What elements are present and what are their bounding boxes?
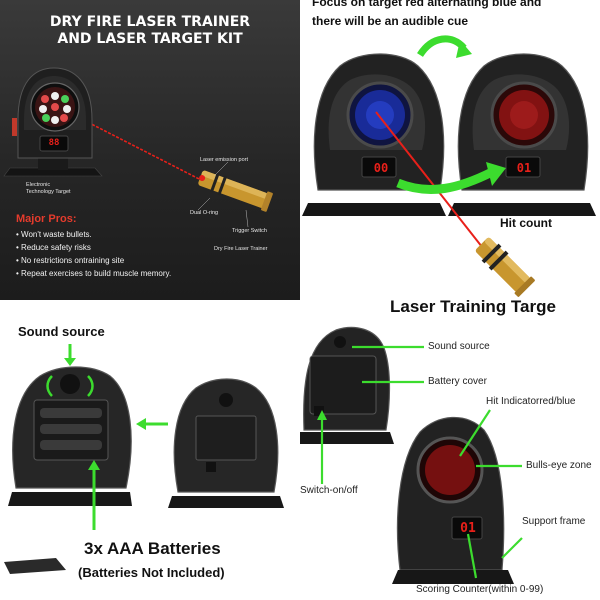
pros-item: Repeat exercises to build muscle memory. [16, 267, 171, 280]
title-line-2: AND LASER TARGET KIT [57, 31, 243, 47]
pros-list: Won't waste bullets. Reduce safety risks… [16, 228, 171, 280]
pros-item: Reduce safety risks [16, 241, 171, 254]
open-target-back-shape [8, 366, 132, 506]
led-array-shape [35, 87, 75, 127]
label-trigger-switch: Trigger Switch [232, 228, 267, 234]
label-battery-cover: Battery cover [428, 376, 487, 387]
label-scoring-counter: Scoring Counter(within 0-99) [416, 584, 544, 595]
targets-illustration [302, 35, 596, 297]
label-laser-trainer: Dry Fire Laser Trainer [214, 246, 268, 252]
label-switch: Switch-on/off [300, 485, 358, 496]
hit-count-label: Hit count [500, 216, 552, 230]
label-emission-port: Laser emission port [200, 157, 248, 163]
right-display: 01 [516, 161, 532, 175]
label-sound-source: Sound source [428, 341, 490, 352]
caption-line-2: there will be an audible cue [312, 14, 469, 28]
batteries-label: 3x AAA Batteries [84, 539, 221, 558]
left-target-shape [302, 53, 446, 216]
laser-cartridge-shape [475, 237, 535, 297]
product-overview-panel: DRY FIRE LASER TRAINER AND LASER TARGET … [0, 0, 300, 300]
pros-title: Major Pros: [16, 213, 77, 225]
target-hit-panel: Focus on target red alternating blue and… [300, 0, 600, 320]
target-front-view-shape [392, 416, 514, 584]
target-back-view-shape [300, 326, 394, 444]
parts-diagram-panel: 01 Sound source Battery cover Switch-on/… [300, 320, 600, 600]
closed-target-back-shape [168, 378, 284, 508]
sound-source-title: Sound source [18, 324, 105, 339]
overview-illustration [3, 67, 273, 228]
batteries-not-included: (Batteries Not Included) [78, 565, 225, 580]
label-electronic: Electronic [26, 182, 51, 188]
laser-cartridge-shape [198, 170, 273, 212]
laser-training-title: Laser Training Targe [390, 297, 556, 316]
target-stand-shape [38, 158, 68, 170]
front-display: 01 [460, 521, 476, 536]
label-technology-target: Technology Target [26, 189, 71, 195]
pros-item: Won't waste bullets. [16, 228, 171, 241]
laser-beam [375, 111, 487, 253]
left-display: 00 [373, 161, 389, 175]
title-line-1: DRY FIRE LASER TRAINER [49, 14, 251, 30]
label-hit-indicator: Hit Indicatorred/blue [486, 396, 576, 407]
label-support-frame: Support frame [522, 516, 586, 527]
straight-arrow-shape [396, 167, 495, 194]
target-display-shape [39, 135, 69, 152]
parts-illustration [300, 326, 523, 584]
right-target-shape [448, 53, 596, 216]
caption-line-1: Focus on target red alternating blue and [312, 0, 542, 9]
label-bullseye: Bulls-eye zone [526, 460, 592, 471]
battery-illustration [4, 344, 284, 574]
counter-display: 88 [48, 138, 60, 148]
battery-panel: Sound source [0, 320, 300, 600]
pros-item: No restrictions ontraining site [16, 254, 171, 267]
label-dual-oring: Dual O-ring [190, 210, 219, 216]
